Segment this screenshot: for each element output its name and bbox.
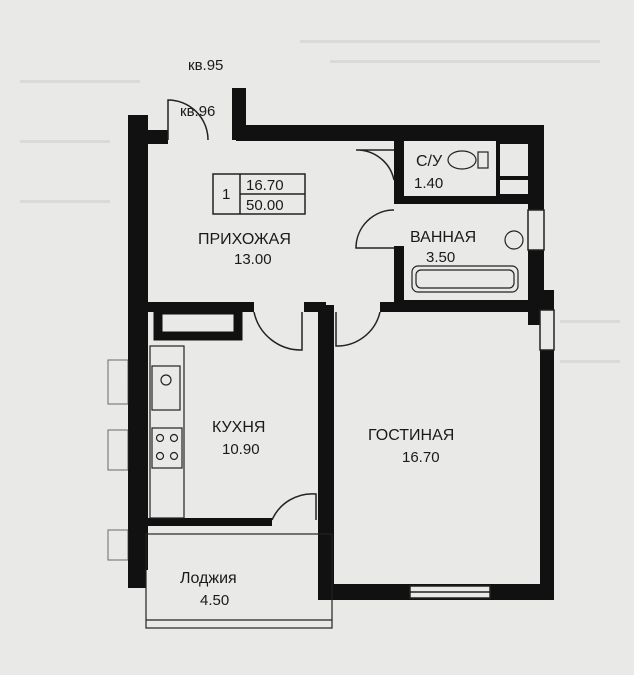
wall-wc-bath: [394, 196, 532, 204]
wc-door: [355, 149, 395, 181]
walls: [128, 88, 554, 600]
living-door: [335, 311, 381, 347]
summary-living-area: 16.70: [246, 177, 284, 194]
wall-left: [128, 115, 148, 570]
wall-kitchen-living: [318, 305, 334, 600]
wall-top-right: [236, 125, 542, 141]
loggia-door: [271, 493, 317, 521]
room-bathroom-name: ВАННАЯ: [410, 229, 476, 246]
duct-2: [498, 176, 528, 180]
room-hallway-name: ПРИХОЖАЯ: [198, 231, 291, 248]
duct-3: [498, 194, 528, 198]
toilet-icon: [447, 150, 477, 170]
kitchen-niche: [153, 305, 243, 341]
room-wc-area: 1.40: [414, 175, 443, 192]
fixtures: [145, 150, 524, 629]
summary-room-count: 1: [222, 186, 230, 203]
summary-box: 1 16.70 50.00: [212, 173, 306, 215]
duct-1: [498, 140, 528, 144]
wall-hall-living: [304, 302, 326, 312]
room-loggia-name: Лоджия: [180, 570, 237, 587]
neighbor-apt-lower: кв.96: [180, 103, 215, 120]
room-living-name: ГОСТИНАЯ: [368, 427, 454, 444]
sink-icon: [504, 230, 524, 250]
bathtub-icon: [411, 265, 519, 293]
wall-kitchen-bottom: [148, 518, 272, 526]
stove-icon: [151, 427, 183, 469]
window-living-right: [539, 309, 555, 351]
entrance-jamb: [232, 88, 246, 140]
wall-top-left: [128, 130, 168, 144]
background-page-texture: [20, 40, 620, 363]
duct-sep: [496, 140, 500, 200]
bath-door: [355, 209, 395, 249]
loggia-outline: [145, 533, 333, 629]
neighbor-apt-upper: кв.95: [188, 57, 223, 74]
room-wc-name: С/У: [416, 153, 443, 170]
entrance-door: [167, 99, 209, 141]
kitchen-sink-icon: [151, 365, 181, 411]
room-kitchen-area: 10.90: [222, 441, 260, 458]
doors: [167, 99, 395, 521]
wall-wc-left: [394, 140, 404, 200]
summary-total-area: 50.00: [246, 197, 284, 214]
kitchen-counter: [149, 345, 185, 519]
room-hallway-area: 13.00: [234, 251, 272, 268]
windows: [409, 209, 555, 599]
wall-bath-left: [394, 246, 404, 308]
neighbor-fixtures: [107, 359, 129, 561]
room-kitchen-name: КУХНЯ: [212, 419, 265, 436]
window-bath-right: [527, 209, 545, 251]
room-loggia-area: 4.50: [200, 592, 229, 609]
wall-loggia-left: [128, 560, 146, 588]
room-bathroom-area: 3.50: [426, 249, 455, 266]
wall-living-right-top: [380, 302, 542, 312]
room-living-area: 16.70: [402, 449, 440, 466]
wall-right-lower: [540, 290, 554, 600]
kitchen-door: [253, 311, 303, 351]
